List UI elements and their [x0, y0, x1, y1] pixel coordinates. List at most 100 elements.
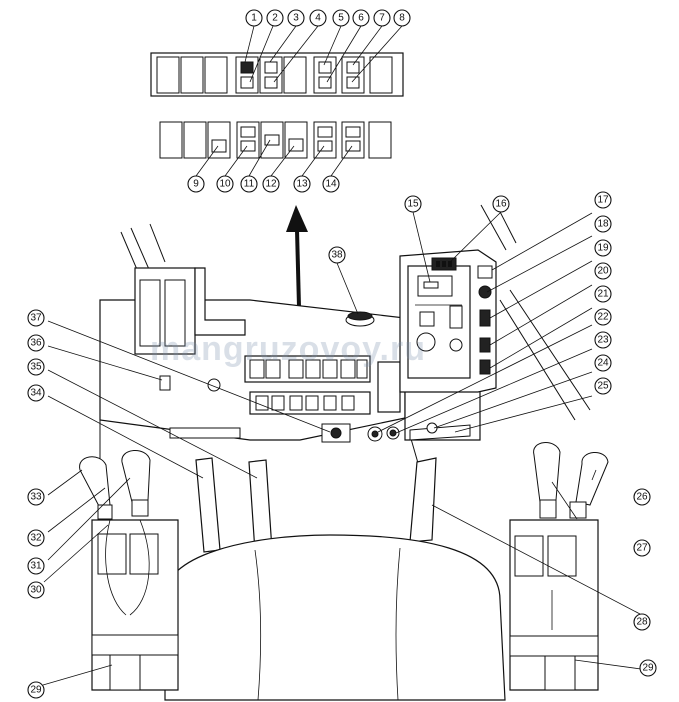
svg-text:23: 23 [597, 335, 609, 346]
left-pedal[interactable] [195, 457, 221, 553]
callout-3: 3 [287, 9, 305, 27]
svg-text:29: 29 [30, 685, 42, 696]
callout-36: 36 [27, 334, 45, 352]
switch-7-8[interactable] [341, 56, 365, 94]
callout-21: 21 [594, 285, 612, 303]
svg-text:35: 35 [30, 362, 42, 373]
svg-text:33: 33 [30, 492, 42, 503]
svg-text:4: 4 [315, 13, 321, 24]
switch-10[interactable] [236, 121, 260, 159]
callout-15: 15 [404, 195, 422, 213]
svg-text:34: 34 [30, 388, 42, 399]
svg-text:24: 24 [597, 358, 609, 369]
right-control-box [399, 249, 497, 393]
svg-text:22: 22 [597, 312, 609, 323]
callout-34: 34 [27, 384, 45, 402]
switch-1-2[interactable] [235, 56, 259, 94]
upper-switch-panel [150, 52, 404, 97]
svg-text:2: 2 [272, 13, 278, 24]
svg-text:26: 26 [636, 492, 648, 503]
callout-7: 7 [373, 9, 391, 27]
svg-text:29: 29 [642, 663, 654, 674]
svg-text:38: 38 [331, 250, 343, 261]
callout-27: 27 [633, 539, 651, 557]
callout-23: 23 [594, 331, 612, 349]
callout-24: 24 [594, 354, 612, 372]
leader-lines [42, 25, 642, 686]
callout-2: 2 [266, 9, 284, 27]
callout-35: 35 [27, 358, 45, 376]
knob-38[interactable] [345, 311, 375, 327]
left-joystick-console [91, 519, 179, 691]
svg-text:18: 18 [597, 219, 609, 230]
switch-12[interactable] [284, 121, 308, 159]
svg-text:5: 5 [338, 13, 344, 24]
svg-text:25: 25 [597, 381, 609, 392]
callout-31: 31 [27, 557, 45, 575]
callout-29-right: 29 [639, 659, 657, 677]
callout-25: 25 [594, 377, 612, 395]
hour-meter [431, 257, 457, 271]
svg-text:16: 16 [495, 199, 507, 210]
svg-text:17: 17 [597, 195, 609, 206]
callout-18: 18 [594, 215, 612, 233]
right-joystick-26[interactable] [569, 452, 609, 519]
switch-13[interactable] [313, 121, 337, 159]
svg-text:20: 20 [597, 266, 609, 277]
svg-text:28: 28 [636, 617, 648, 628]
switch-36[interactable] [159, 375, 171, 391]
svg-text:36: 36 [30, 338, 42, 349]
callout-37: 37 [27, 309, 45, 327]
svg-text:21: 21 [597, 289, 609, 300]
svg-text:37: 37 [30, 313, 42, 324]
callout-11: 11 [240, 175, 258, 193]
socket-37[interactable] [321, 423, 351, 443]
callout-14: 14 [322, 175, 340, 193]
knob-23[interactable] [386, 426, 400, 440]
svg-text:32: 32 [30, 533, 42, 544]
callout-8: 8 [393, 9, 411, 27]
right-joystick-console [509, 519, 599, 691]
ignition-key[interactable] [367, 426, 383, 442]
operator-seat [164, 534, 506, 701]
switch-14[interactable] [341, 121, 365, 159]
callout-6: 6 [352, 9, 370, 27]
svg-text:30: 30 [30, 585, 42, 596]
svg-text:10: 10 [219, 179, 231, 190]
switch-5-6[interactable] [313, 56, 337, 94]
svg-text:8: 8 [399, 13, 405, 24]
callout-30: 30 [27, 581, 45, 599]
left-joystick-31[interactable] [121, 450, 151, 517]
callout-13: 13 [293, 175, 311, 193]
callout-29-left: 29 [27, 681, 45, 699]
svg-text:27: 27 [636, 543, 648, 554]
right-joystick-27[interactable] [533, 442, 561, 519]
accelerator-pedal[interactable] [409, 457, 437, 543]
svg-text:12: 12 [265, 179, 277, 190]
callout-28: 28 [633, 613, 651, 631]
callout-17: 17 [594, 191, 612, 209]
lever-24-25[interactable] [409, 422, 471, 441]
callout-10: 10 [216, 175, 234, 193]
callout-5: 5 [332, 9, 350, 27]
callout-32: 32 [27, 529, 45, 547]
callout-16: 16 [492, 195, 510, 213]
lower-switch-panel [159, 121, 392, 159]
callout-1: 1 [245, 9, 263, 27]
callout-20: 20 [594, 262, 612, 280]
svg-text:6: 6 [358, 13, 364, 24]
svg-text:15: 15 [407, 199, 419, 210]
svg-text:7: 7 [379, 13, 385, 24]
callout-38: 38 [328, 246, 346, 264]
switch-11[interactable] [260, 121, 284, 159]
callout-26: 26 [633, 488, 651, 506]
svg-text:11: 11 [244, 179, 255, 190]
callout-4: 4 [309, 9, 327, 27]
callout-22: 22 [594, 308, 612, 326]
svg-text:14: 14 [325, 179, 337, 190]
left-joystick-33[interactable] [79, 456, 113, 520]
switch-3-4[interactable] [259, 56, 283, 94]
switch-9[interactable] [207, 121, 231, 159]
callout-33: 33 [27, 488, 45, 506]
